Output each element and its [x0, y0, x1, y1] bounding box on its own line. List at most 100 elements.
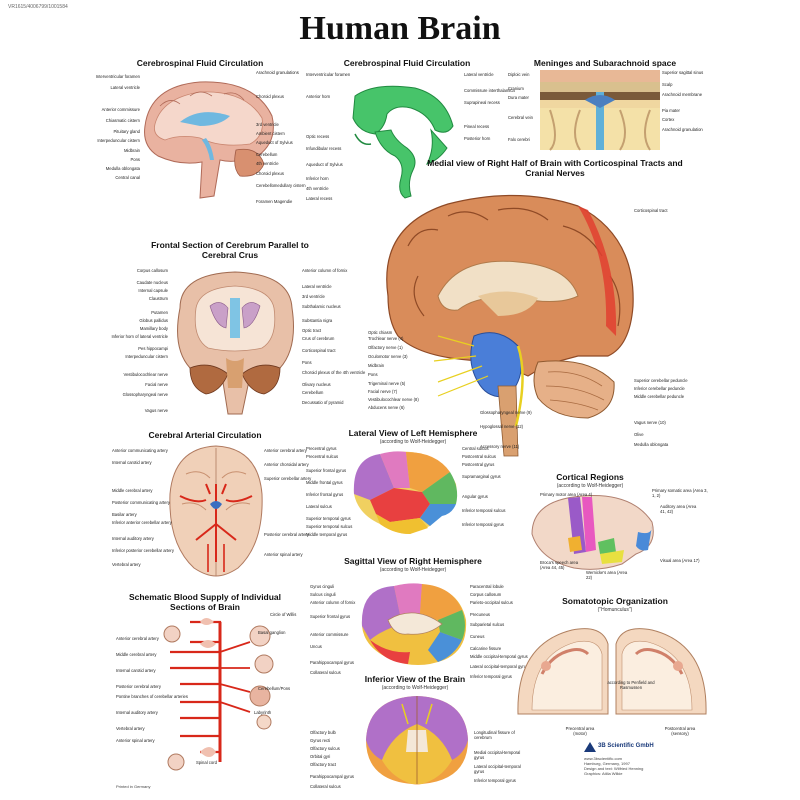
label: Angular gyrus — [462, 494, 488, 499]
label: Vestibulocochlear nerve — [123, 372, 168, 377]
label: Olivary nucleus — [302, 382, 331, 387]
blood-left-labels: Anterior cerebral artery Middle cerebral… — [116, 636, 188, 746]
label: Scalp — [662, 82, 673, 87]
medial-title: Medial view of Right Half of Brain with … — [427, 158, 683, 178]
label: Postcentral gyrus — [462, 462, 495, 467]
label: Precentral sulcus — [306, 454, 339, 459]
lateral-hemisphere-illustration — [353, 451, 458, 534]
label: Anterior choroidal artery — [264, 462, 309, 467]
label: Gyrus cinguli — [310, 584, 335, 589]
cortical-label: Broca's speech area (Area 44, 45) — [540, 560, 579, 570]
lateral-right-labels: Central sulcus Postcentral sulcus Postce… — [462, 446, 508, 530]
label: Anterior cerebral artery — [264, 448, 307, 453]
sagittal-subtitle: (according to Wolf-Heidegger) — [379, 567, 447, 573]
label: Caudate nucleus — [136, 280, 168, 285]
spinal-cord-label: Spinal cord — [196, 760, 217, 765]
label: Superior cerebellar artery — [264, 476, 312, 481]
footer-line: Design and text: Wilfried Henning — [584, 766, 644, 771]
brand-name: 3B Scientific GmbH — [598, 743, 654, 749]
label: Ambient cistern — [256, 131, 285, 136]
label: Inferior frontal gyrus — [306, 492, 344, 497]
frontal-left-labels: Corpus callosum Caudate nucleus Internal… — [110, 268, 170, 416]
label: Supramarginal gyrus — [462, 474, 501, 479]
label: Accessory nerve (11) — [480, 444, 520, 449]
brand-logo-icon — [584, 742, 596, 752]
label: Arachnoid granulations — [256, 70, 299, 75]
label: Internal carotid artery — [116, 668, 156, 673]
meninges-right-labels: Superior sagittal sinus Scalp Arachnoid … — [662, 70, 712, 136]
inferior-title: Inferior View of the Brain — [364, 674, 466, 684]
footer-line: www.3bscientific.com — [584, 756, 623, 761]
inferior-left-labels: Olfactory bulb Gyrus recti Olfactory sul… — [310, 730, 362, 792]
frontal-section-illustration — [177, 271, 294, 415]
label: Glossopharyngeal nerve — [122, 392, 168, 397]
label: Mamillary body — [139, 326, 168, 331]
frontal-title: Frontal Section of Cerebrum Parallel to … — [151, 240, 309, 260]
blood-title: Schematic Blood Supply of Individual Sec… — [128, 592, 282, 612]
label: Posterior communicating artery — [112, 500, 170, 505]
label: Central canal — [115, 175, 140, 180]
label: Collateral sulcus — [310, 784, 341, 789]
label: Interventricular foramen — [306, 72, 351, 77]
label: Lateral recess — [306, 196, 333, 201]
label: Cerebellum — [302, 390, 324, 395]
csf2-ventricles-illustration — [352, 85, 454, 199]
label: Hypoglossal nerve (12) — [480, 424, 524, 429]
sagittal-hemisphere-illustration — [361, 583, 467, 665]
label: Midbrain — [123, 148, 140, 153]
label: Lateral sulcus — [306, 504, 332, 509]
label: Anterior horn — [306, 94, 331, 99]
frontal-right-labels: Anterior column of fornix Lateral ventri… — [302, 268, 365, 408]
label: Substantia nigra — [302, 318, 333, 323]
product-code: VR1615/4006799/1001584 — [8, 4, 68, 10]
label: Corticospinal tract — [302, 348, 336, 353]
label: Superior temporal gyrus — [306, 516, 351, 521]
csf2-left-labels: Interventricular foramen Anterior horn O… — [306, 72, 351, 206]
label: Choroid plexus — [256, 94, 284, 99]
label: Falx cerebri — [508, 137, 530, 142]
csf2-right-labels: Lateral ventricle Commissure interthalam… — [464, 72, 515, 146]
label: Oculomotor nerve (3) — [368, 354, 408, 359]
label: Medulla oblongata — [105, 166, 140, 171]
label: Chiasmatic cistern — [105, 118, 140, 123]
label: Inferior temporal sulcus — [462, 508, 506, 513]
sagittal-right-labels: Paracentral lobule Corpus callosum Parie… — [470, 584, 528, 682]
label: Diploic vein — [508, 72, 530, 77]
footer-credits: www.3bscientific.com Hamburg, Germany, 1… — [584, 756, 704, 776]
label: Middle cerebral artery — [116, 652, 157, 657]
label: Paracentral lobule — [470, 584, 504, 589]
csf2-title: Cerebrospinal Fluid Circulation — [343, 58, 471, 68]
medial-left-labels: Optic chiasm Trochlear nerve (4) Olfacto… — [368, 330, 438, 425]
label: Precentral gyrus — [306, 446, 337, 451]
label: Posterior horn — [464, 136, 491, 141]
cortical-regions-illustration — [531, 495, 654, 570]
label: Inferior temporal gyrus — [474, 778, 516, 783]
label: Internal capsule — [138, 288, 168, 293]
label: Anterior spinal artery — [116, 738, 155, 743]
label: Cuneus — [470, 634, 485, 639]
inferior-right-labels: Longitudinal fissure of cerebrum Medial … — [474, 730, 524, 786]
label: Anterior commissure — [101, 107, 140, 112]
label: Anterior communicating artery — [112, 448, 168, 453]
label: Anterior commissure — [310, 632, 349, 637]
postcentral-area-label: Postcentral area (sensory) — [664, 726, 696, 736]
label: Aqueduct of Sylvius — [256, 140, 293, 145]
label: Superior temporal sulcus — [306, 524, 353, 529]
label: Claustrum — [148, 296, 168, 301]
lateral-subtitle: (according to Wolf-Heidegger) — [379, 439, 447, 445]
label: Inferior posterior cerebellar artery — [112, 548, 174, 553]
label: Inferior horn — [306, 176, 329, 181]
label: Medulla oblongata — [634, 442, 669, 447]
label: Cranium — [508, 86, 524, 91]
label: Trochlear nerve (4) — [368, 336, 404, 341]
basal-ganglion-label: Basal ganglion — [258, 630, 286, 635]
label: Subparietal sulcus — [470, 622, 505, 627]
label: Olfactory nerve (1) — [368, 345, 403, 350]
label: Internal carotid artery — [112, 460, 152, 465]
inferior-brain-illustration — [366, 696, 468, 785]
medial-right-labels: Corticospinal tract Superior cerebellar … — [634, 208, 694, 451]
label: Arachnoid granulation — [662, 127, 703, 132]
label: Cortex — [662, 117, 675, 122]
lateral-left-labels: Precentral gyrus Precentral sulcus Super… — [306, 446, 352, 540]
label: Infundibular recess — [306, 146, 342, 151]
